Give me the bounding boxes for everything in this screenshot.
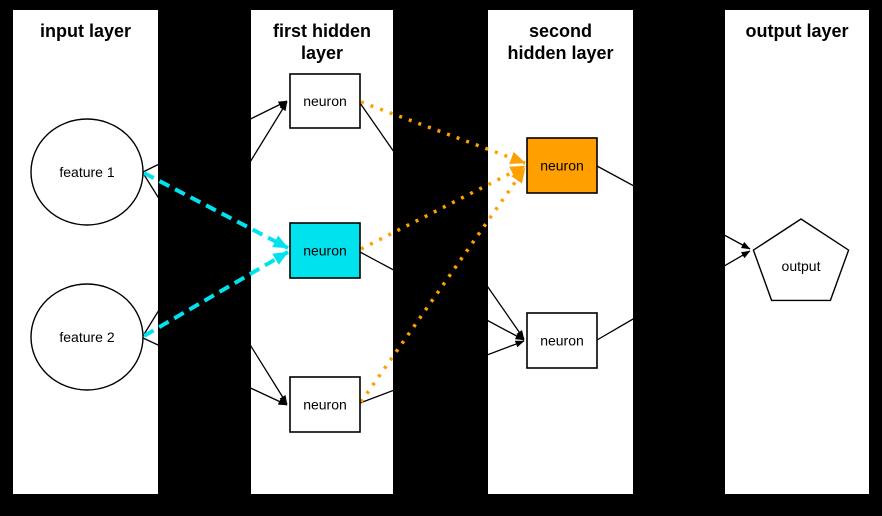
hidden1-neuron-bottom-shape (289, 376, 361, 433)
panel-input-layer-background (13, 10, 158, 494)
node-hidden1-neuron-bottom: neuron (289, 376, 361, 433)
edge-hidden1-neuron-bottom-to-hidden2-neuron-top (359, 166, 527, 404)
edge-hidden1-neuron-bottom-to-hidden2-neuron-bottom (359, 340, 525, 404)
node-hidden1-neuron-middle: neuron (289, 222, 361, 279)
edge-feature-2-to-hidden1-neuron-bottom (142, 337, 288, 406)
panel-input-layer: input layer (13, 10, 158, 494)
node-feature-1: feature 1 (30, 118, 144, 226)
edge-feature-1-to-hidden1-neuron-bottom (142, 172, 288, 405)
feature-2-shape (30, 283, 144, 391)
edge-hidden1-neuron-middle-to-hidden2-neuron-top (360, 164, 526, 251)
output-node-shape (752, 218, 850, 302)
node-feature-2: feature 2 (30, 283, 144, 391)
edge-hidden2-neuron-bottom-to-output-node (596, 250, 751, 341)
panel-input-layer-title: input layer (40, 21, 131, 41)
edge-feature-1-to-hidden1-neuron-middle (143, 171, 289, 250)
panel-first-hidden-layer-title: layer (301, 43, 343, 63)
hidden2-neuron-bottom-label: neuron (540, 333, 584, 349)
node-hidden2-neuron-top: neuron (526, 137, 598, 194)
hidden1-neuron-top-label: neuron (303, 93, 347, 109)
edge-feature-2-to-hidden1-neuron-top (142, 101, 288, 337)
feature-2-label: feature 2 (59, 329, 114, 345)
hidden2-neuron-top-label: neuron (540, 158, 584, 174)
edge-hidden1-neuron-top-to-hidden2-neuron-bottom (359, 102, 525, 340)
panel-output-layer-title: output layer (745, 21, 848, 41)
hidden1-neuron-middle-label: neuron (303, 243, 347, 259)
panel-first-hidden-layer-title: first hidden (273, 21, 371, 41)
edge-feature-1-to-hidden1-neuron-top (142, 100, 288, 173)
hidden1-neuron-bottom-label: neuron (303, 397, 347, 413)
edge-hidden1-neuron-middle-to-hidden2-neuron-bottom (359, 251, 525, 341)
hidden2-neuron-bottom-shape (526, 312, 598, 369)
hidden2-neuron-top-shape (526, 137, 598, 194)
panel-second-hidden-layer-background (488, 10, 633, 494)
panel-second-hidden-layer-title: second (529, 21, 592, 41)
hidden1-neuron-middle-shape (289, 222, 361, 279)
feature-1-label: feature 1 (59, 164, 114, 180)
hidden1-neuron-top-shape (289, 73, 361, 129)
node-output-node: output (752, 218, 850, 302)
output-node-label: output (782, 258, 821, 274)
node-hidden2-neuron-bottom: neuron (526, 312, 598, 369)
edge-hidden2-neuron-top-to-output-node (596, 165, 751, 250)
edge-feature-2-to-hidden1-neuron-middle (142, 250, 290, 338)
feature-1-shape (30, 118, 144, 226)
panel-second-hidden-layer-title: hidden layer (507, 43, 613, 63)
node-hidden1-neuron-top: neuron (289, 73, 361, 129)
